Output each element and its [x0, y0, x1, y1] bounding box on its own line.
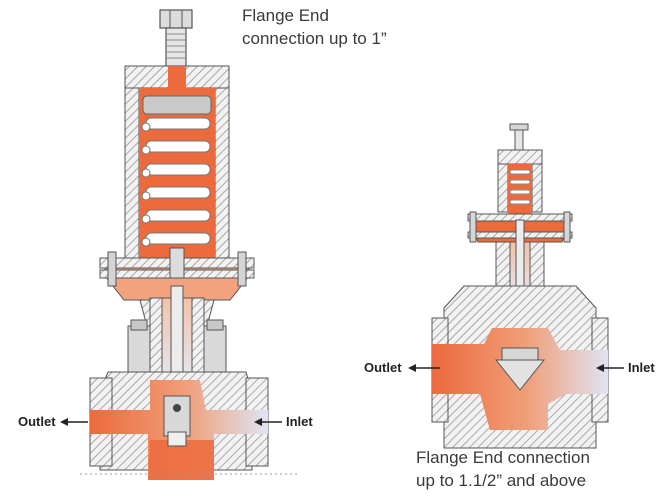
left-spring [141, 95, 212, 247]
right-caption: Flange End connection up to 1.1/2” and a… [416, 446, 590, 492]
left-outlet-label: Outlet [18, 414, 56, 429]
right-caption-line-1: Flange End connection [416, 448, 590, 467]
right-outlet-label: Outlet [364, 360, 402, 375]
left-valve-body [89, 371, 269, 480]
left-diaphragm-flange [99, 247, 255, 301]
right-outlet-arrow-icon [408, 364, 440, 372]
right-valve [408, 123, 624, 449]
right-spring-housing [497, 149, 543, 214]
right-valve-body [431, 285, 609, 449]
left-outlet-arrow-icon [60, 418, 88, 426]
left-valve [60, 9, 300, 480]
right-inlet-arrow-icon [596, 364, 624, 372]
left-spring-housing [124, 65, 230, 260]
left-inlet-label: Inlet [286, 414, 313, 429]
left-caption-line-1: Flange End [242, 6, 329, 25]
left-adjusting-screw [159, 9, 193, 67]
left-caption-line-2: connection up to 1” [242, 29, 387, 48]
left-bonnet [127, 285, 227, 407]
right-caption-line-2: up to 1.1/2” and above [416, 471, 587, 490]
left-inlet-arrow-icon [254, 418, 282, 426]
right-adjusting-screw [509, 123, 529, 153]
left-caption: Flange End connection up to 1” [242, 4, 387, 50]
right-inlet-label: Inlet [628, 360, 655, 375]
